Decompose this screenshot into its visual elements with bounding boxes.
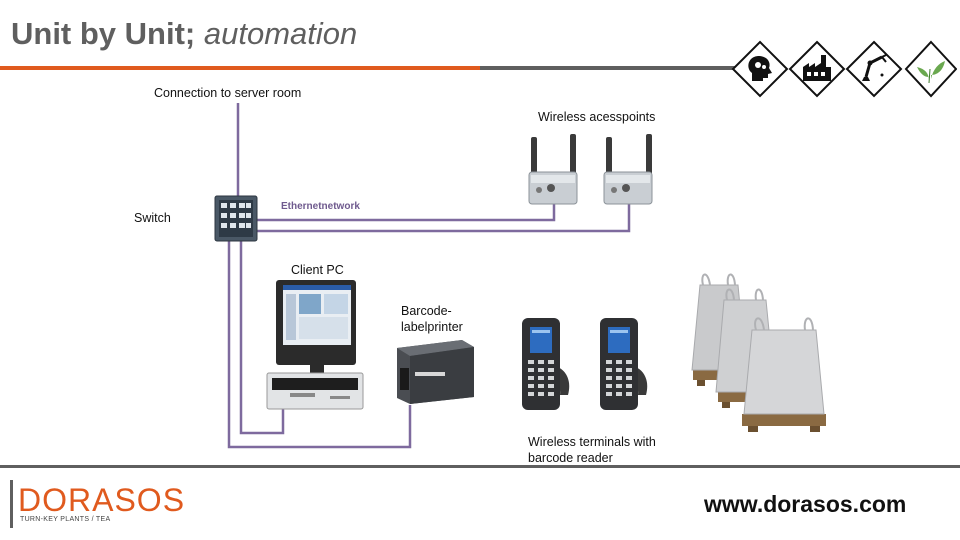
ethernet-label: Ethernetnetwork xyxy=(281,201,360,212)
client-pc-label: Client PC xyxy=(291,263,344,277)
website-url: www.dorasos.com xyxy=(704,491,907,517)
head-gears-icon xyxy=(731,40,789,98)
footer-divider xyxy=(0,465,960,468)
factory-icon xyxy=(788,40,846,98)
terminals-label-line2: barcode reader xyxy=(528,451,613,465)
robot-arm-icon xyxy=(845,40,903,98)
network-lines xyxy=(227,103,631,449)
server-connection-label: Connection to server room xyxy=(154,86,302,100)
logo-tagline: TURN-KEY PLANTS / TEA xyxy=(20,516,111,523)
ap2-link-line xyxy=(255,203,631,233)
terminals-label-line1: Wireless terminals with xyxy=(528,435,656,449)
tea-leaf-icon xyxy=(904,40,957,98)
printer-link-line xyxy=(227,240,412,449)
printer-label-line1: Barcode- xyxy=(401,304,452,318)
title-italic: automation xyxy=(203,16,358,51)
page-title: Unit by Unit; automation xyxy=(11,16,357,52)
header-icon-row xyxy=(731,40,957,98)
header-rule-orange xyxy=(0,66,480,70)
title-main: Unit by Unit; xyxy=(11,16,196,51)
bulk-bags-on-pallets xyxy=(691,273,826,432)
access-points-label: Wireless acesspoints xyxy=(538,110,656,124)
pc-link-line xyxy=(239,240,285,435)
logo-bar xyxy=(10,480,13,528)
wireless-access-point-2 xyxy=(603,134,653,205)
wireless-terminal-2 xyxy=(600,318,648,410)
header-rule-gray xyxy=(480,66,750,70)
network-switch xyxy=(214,195,258,242)
client-pc xyxy=(266,280,364,410)
bulk-bag-3 xyxy=(742,317,826,432)
dorasos-logo: DORASOS xyxy=(18,482,186,518)
ap1-link-line xyxy=(255,203,556,222)
printer-label-line2: labelprinter xyxy=(401,320,463,334)
wireless-access-point-1 xyxy=(528,134,578,205)
wireless-terminal-1 xyxy=(522,318,570,410)
switch-label: Switch xyxy=(134,211,171,225)
barcode-label-printer xyxy=(397,340,474,404)
